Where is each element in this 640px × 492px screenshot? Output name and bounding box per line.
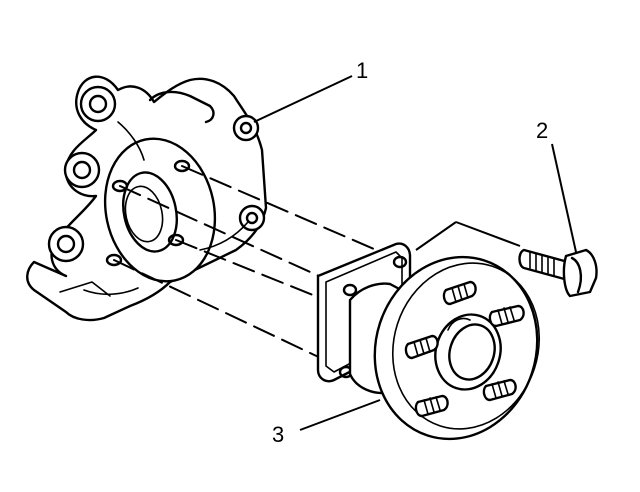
callout-label-2: 2 (536, 118, 549, 143)
hub-bolt (415, 221, 598, 298)
callout-label-3: 3 (272, 422, 285, 447)
leader-1 (253, 75, 353, 123)
leader-2 (551, 143, 577, 253)
hub-bearing-assembly (316, 242, 541, 441)
leader-3 (299, 399, 381, 431)
callout-leaders (253, 75, 577, 431)
wheel-studs (404, 280, 525, 418)
callout-label-1: 1 (356, 58, 369, 83)
steering-knuckle (26, 75, 268, 322)
